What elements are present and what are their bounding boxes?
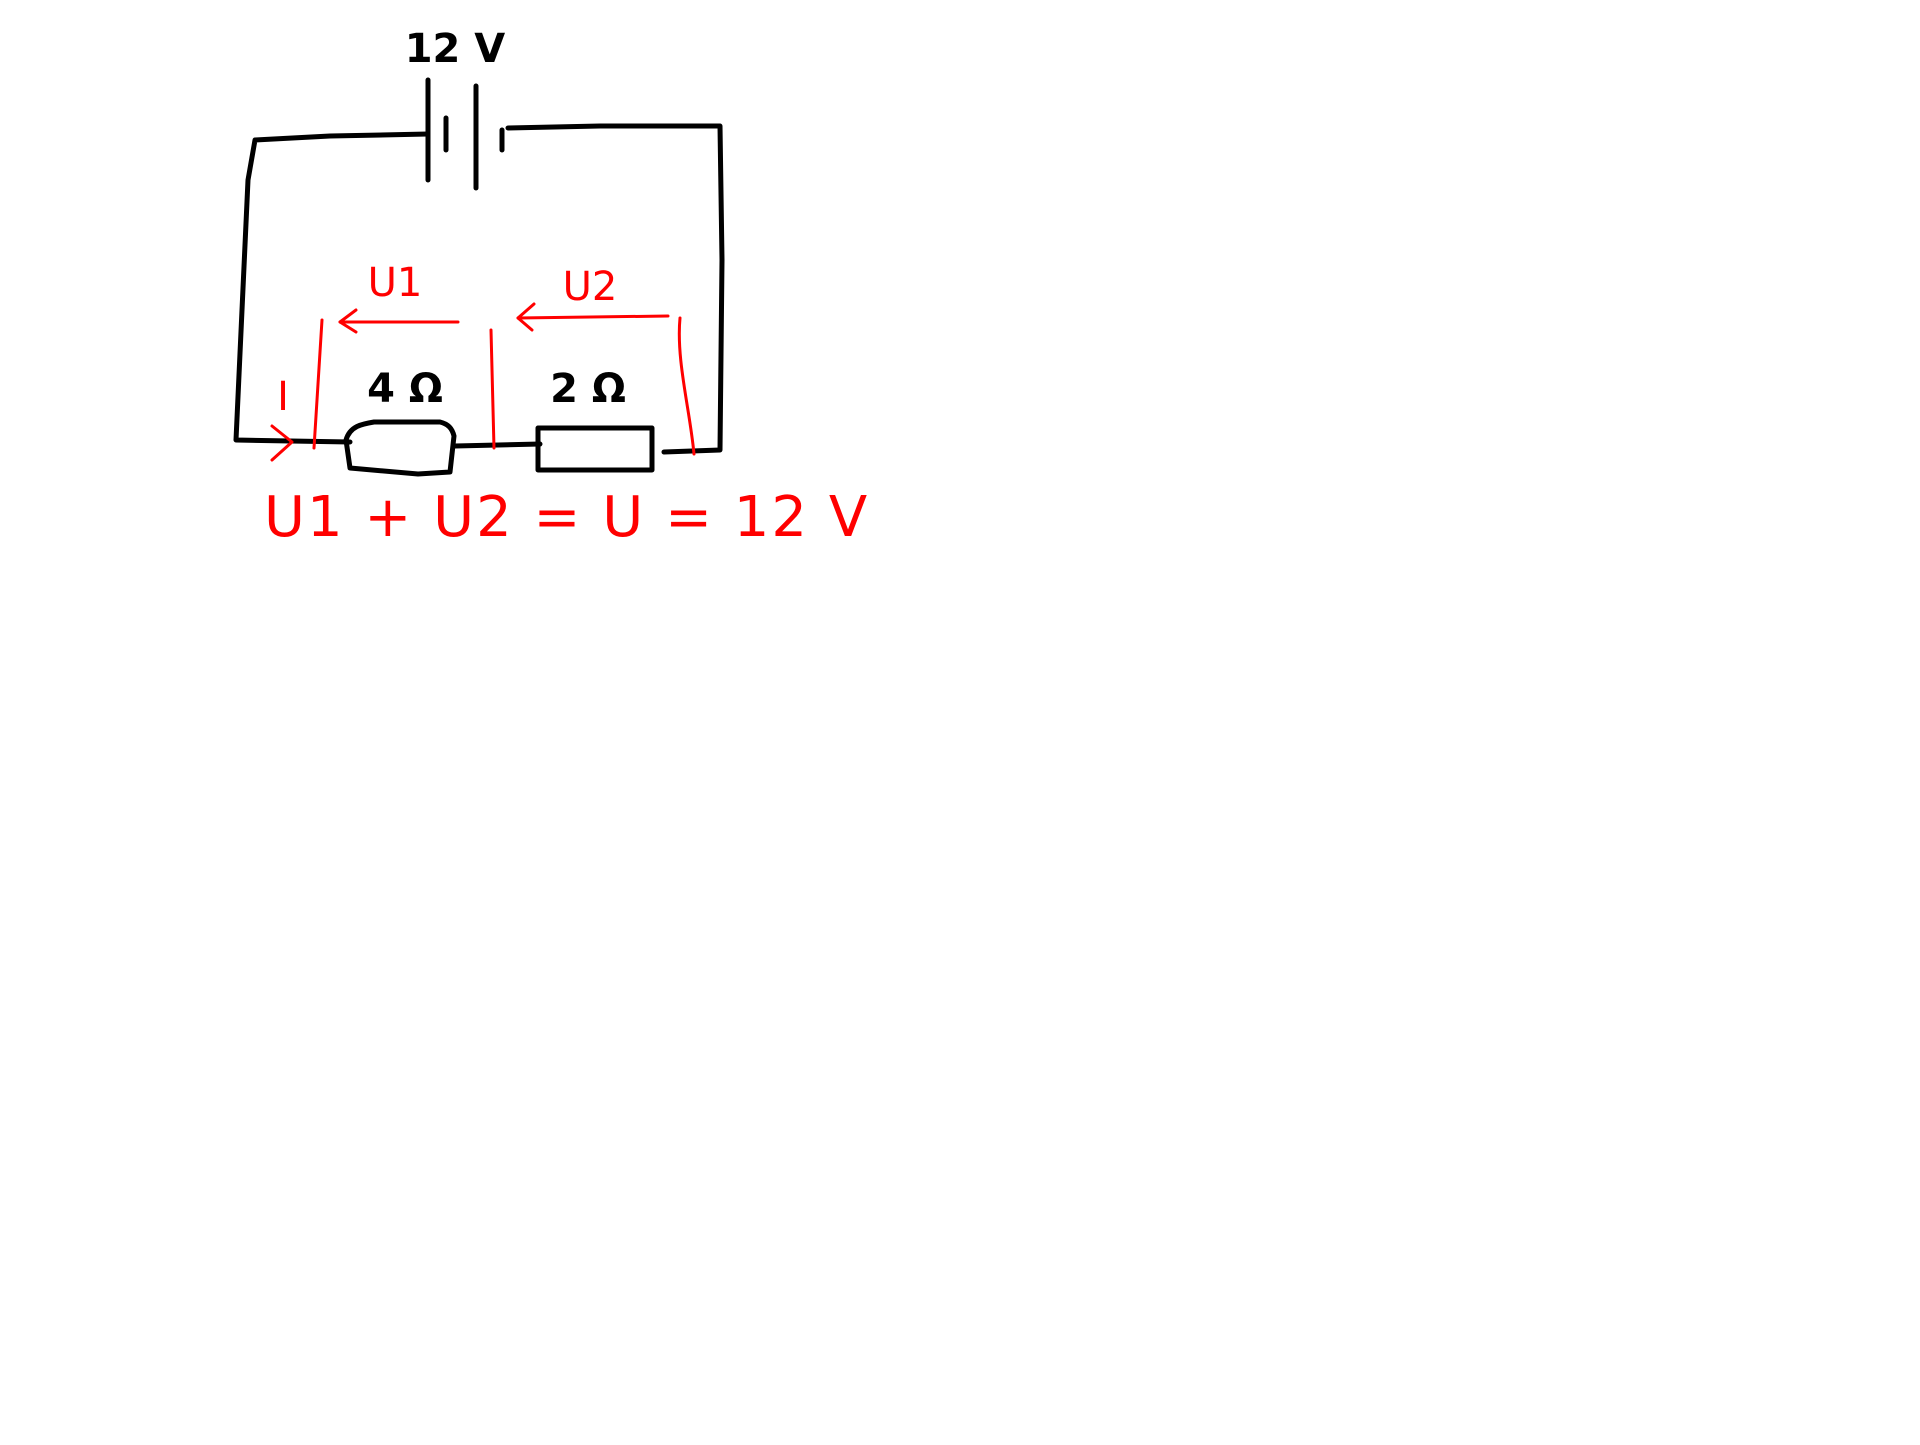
resistor-body-2 — [535, 425, 655, 473]
resistor-body-1 — [343, 419, 457, 477]
current-label: I — [277, 374, 289, 420]
resistor-2-ohm-label: 2 Ω — [550, 366, 626, 412]
current-arrow: I — [270, 374, 294, 462]
wire-left — [233, 131, 431, 445]
wire-right — [505, 123, 725, 455]
current-arrow-head — [270, 424, 294, 462]
marker-line-middle — [489, 328, 496, 450]
u2-arrow-shaft — [516, 314, 670, 320]
battery-symbol — [425, 77, 505, 191]
u1-arrow: U1 — [338, 260, 460, 334]
resistor-4-ohm-label: 4 Ω — [367, 366, 443, 412]
u1-label: U1 — [368, 260, 423, 306]
u2-arrow: U2 — [516, 264, 670, 332]
wire-middle — [452, 441, 543, 449]
resistor-4-ohm: 4 Ω — [343, 366, 457, 477]
u2-label: U2 — [563, 264, 618, 310]
circuit-wires — [233, 123, 725, 455]
voltage-markers — [312, 316, 696, 456]
voltage-equation: U1 + U2 = U = 12 V — [264, 485, 869, 550]
resistor-2-ohm: 2 Ω — [535, 366, 655, 473]
u2-arrow-head — [516, 302, 536, 332]
battery-voltage-label: 12 V — [405, 26, 506, 72]
u1-arrow-head — [338, 308, 358, 334]
marker-line-left — [312, 318, 324, 450]
marker-line-right — [677, 316, 696, 456]
